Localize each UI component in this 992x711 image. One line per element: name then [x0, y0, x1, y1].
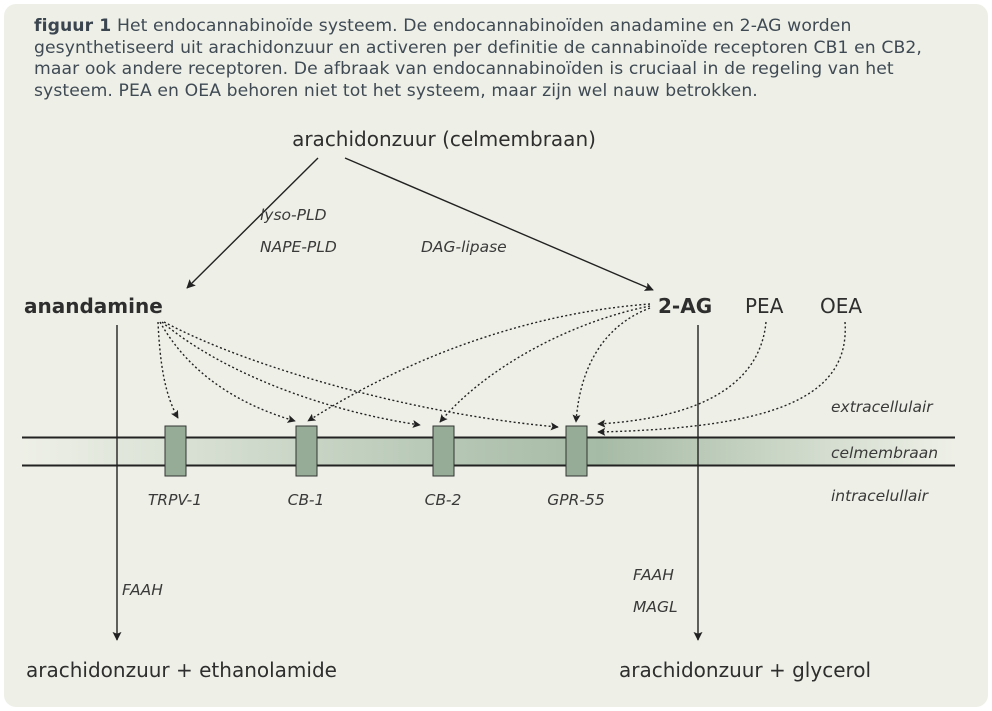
- arrow-oea-gpr55: [597, 321, 846, 436]
- receptor-trpv1: [164, 425, 187, 477]
- ligand-oea: OEA: [820, 294, 862, 318]
- receptor-gpr55: [565, 425, 588, 477]
- arrow-anandamine-gpr55: [163, 321, 559, 431]
- arrow-2ag-gpr55: [572, 307, 651, 423]
- arrow-to-anandamine: [186, 157, 319, 289]
- arrow-anandamine-trpv1: [157, 321, 179, 419]
- receptor-cb1: [295, 425, 318, 477]
- membrane-band: [22, 438, 955, 465]
- enzyme-faah-left: FAAH: [122, 581, 163, 599]
- enzyme-faah-right: FAAH: [633, 566, 674, 584]
- ligand-2ag: 2-AG: [658, 294, 712, 318]
- product-right: arachidonzuur + glycerol: [619, 658, 871, 682]
- 2ag-activation-arrows: [307, 303, 651, 423]
- figure-panel: figuur 1 Het endocannabinoïde systeem. D…: [4, 4, 988, 707]
- receptor-label-trpv1: TRPV-1: [148, 491, 202, 509]
- receptor-cb2: [432, 425, 455, 477]
- zone-extracellulair: extracellulair: [831, 398, 934, 416]
- arrow-anandamine-cb2: [161, 321, 421, 428]
- zone-celmembraan: celmembraan: [831, 444, 938, 462]
- receptor-label-cb2: CB-2: [425, 491, 462, 509]
- anandamine-activation-arrows: [157, 321, 559, 431]
- ligand-pea: PEA: [745, 294, 784, 318]
- enzyme-magl: MAGL: [633, 598, 678, 616]
- enzyme-lyso-pld: lyso-PLD: [260, 206, 327, 224]
- arrow-anandamine-cb1: [159, 321, 296, 423]
- receptor-label-gpr55: GPR-55: [547, 491, 604, 509]
- product-left: arachidonzuur + ethanolamide: [26, 658, 337, 682]
- zone-intracelullair: intracelullair: [831, 487, 930, 505]
- arrow-to-2ag: [344, 157, 654, 291]
- enzyme-nape-pld: NAPE-PLD: [260, 238, 337, 256]
- pea-oea-arrows: [597, 321, 846, 436]
- caption-text: Het endocannabinoïde systeem. De endocan…: [34, 16, 922, 101]
- receptor-label-cb1: CB-1: [288, 491, 325, 509]
- enzyme-dag-lipase: DAG-lipase: [421, 238, 507, 256]
- caption-label: figuur 1: [34, 16, 112, 36]
- arrow-pea-gpr55: [597, 321, 767, 428]
- ligand-anandamine: anandamine: [24, 294, 163, 318]
- figure-caption: figuur 1 Het endocannabinoïde systeem. D…: [34, 16, 964, 102]
- source-label: arachidonzuur (celmembraan): [292, 127, 596, 151]
- arrow-2ag-cb1: [307, 303, 651, 422]
- arrow-2ag-cb2: [439, 305, 651, 423]
